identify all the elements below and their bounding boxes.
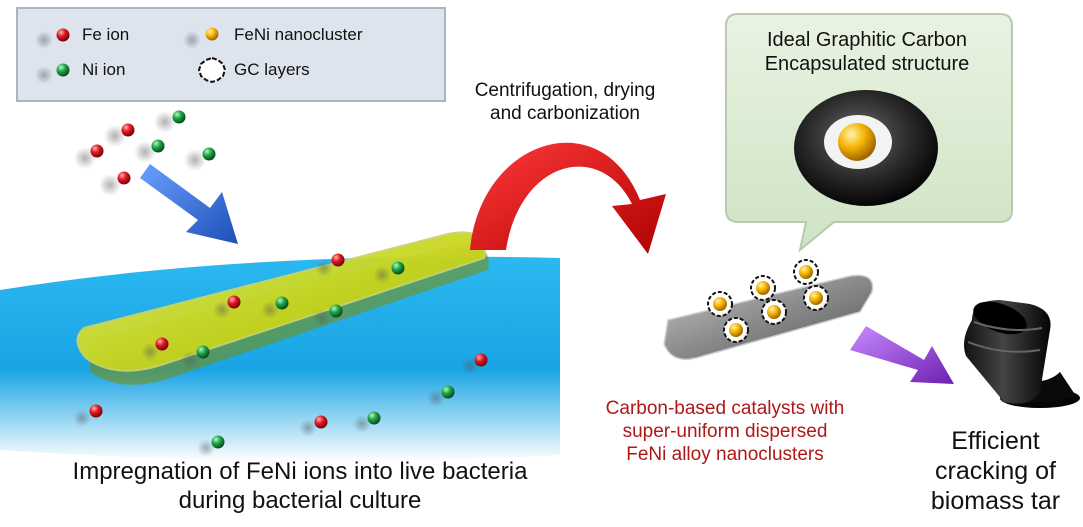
culture-medium [0,256,560,462]
catalyst-label-line1: Carbon-based catalysts with [605,398,845,419]
legend-gc-layer-marker [197,56,227,84]
impregnation-label: Impregnation of FeNi ions into live bact… [20,458,580,516]
process-label-line2: and carbonization [490,102,640,124]
ideal-structure-label: Ideal Graphitic Carbon Encapsulated stru… [722,28,1012,76]
ions-in-bacteria [73,253,488,457]
catalyst-label-line2: super-uniform dispersed [622,420,828,442]
blue-arrow [140,164,238,244]
efficient-label-line1: Efficient [951,427,1040,455]
legend-ni-ion-marker [56,63,70,77]
purple-arrow [850,326,954,384]
legend-ni-ion-label: Ni ion [82,60,126,79]
process-label-line1: Centrifugation, drying [474,80,656,101]
legend-nanocluster-label: FeNi nanocluster [234,25,363,44]
curved-process-arrow [470,142,666,254]
ideal-label-line1: Ideal Graphitic Carbon [766,29,968,51]
efficient-label-line3: biomass tar [930,487,1061,515]
impregnation-label-line2: during bacterial culture [178,486,422,514]
catalyst-label-line3: FeNi alloy nanoclusters [626,443,824,465]
legend-fe-ion-marker [56,28,70,42]
catalyst-label: Carbon-based catalysts with super-unifor… [560,398,890,466]
efficient-label-line2: cracking of [935,457,1056,485]
process-label: Centrifugation, drying and carbonization [440,80,690,126]
impregnation-label-line1: Impregnation of FeNi ions into live bact… [72,458,528,485]
legend-fe-ion-label: Fe ion [82,25,130,44]
legend-box [16,7,446,102]
legend-nanocluster-marker [205,27,219,41]
ideal-label-line2: Encapsulated structure [764,53,970,75]
encapsulated-nanocluster [838,123,876,161]
encapsulated-nanoclusters [707,259,829,343]
biomass-tar-barrel-icon [964,300,1080,408]
legend-gc-layers-label: GC layers [234,60,310,79]
incoming-ions [74,110,216,196]
efficient-cracking-label: Efficient cracking of biomass tar [908,426,1083,516]
ideal-structure-callout [725,13,1013,253]
